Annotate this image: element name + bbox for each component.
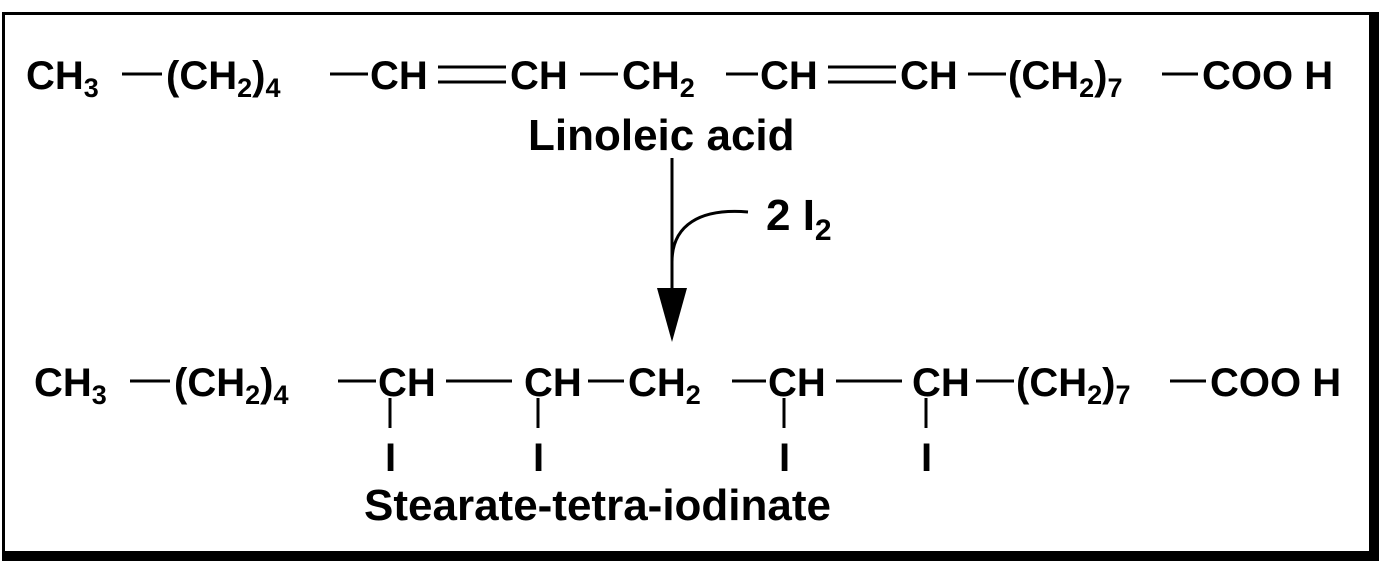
reagent-curve — [670, 209, 749, 263]
linoleic-ch-1: CH — [370, 54, 428, 98]
iodine-atom-1: I — [385, 436, 397, 480]
reagent-iodine: 2 I2 — [766, 191, 832, 247]
linoleic-ch2-group-2: (CH2)7 — [1008, 54, 1123, 103]
stearate-ch3: CH3 — [34, 361, 107, 410]
linoleic-acid-label: Linoleic acid — [528, 111, 795, 160]
stearate-ch-2: CH — [524, 361, 582, 405]
stearate-ch2: CH2 — [628, 361, 701, 410]
linoleic-ch-3: CH — [760, 54, 818, 98]
stearate-ch-4: CH — [912, 361, 970, 405]
iodine-atom-2: I — [533, 436, 545, 480]
stearate-ch-1: CH — [378, 361, 436, 405]
iodine-atom-3: I — [779, 436, 791, 480]
stearate-label: Stearate-tetra-iodinate — [364, 481, 832, 530]
iodine-atom-4: I — [921, 436, 933, 480]
stearate-ch-3: CH — [768, 361, 826, 405]
linoleic-ch2-group-1: (CH2)4 — [166, 54, 281, 103]
reaction-arrow-head — [657, 288, 687, 342]
linoleic-ch-2: CH — [510, 54, 568, 98]
stearate-cooh: COO H — [1210, 361, 1342, 405]
linoleic-cooh: COO H — [1202, 54, 1334, 98]
linoleic-ch3: CH3 — [26, 54, 99, 103]
linoleic-ch2: CH2 — [622, 54, 695, 103]
linoleic-ch-4: CH — [900, 54, 958, 98]
stearate-ch2-group-1: (CH2)4 — [174, 361, 289, 410]
stearate-ch2-group-2: (CH2)7 — [1016, 361, 1131, 410]
